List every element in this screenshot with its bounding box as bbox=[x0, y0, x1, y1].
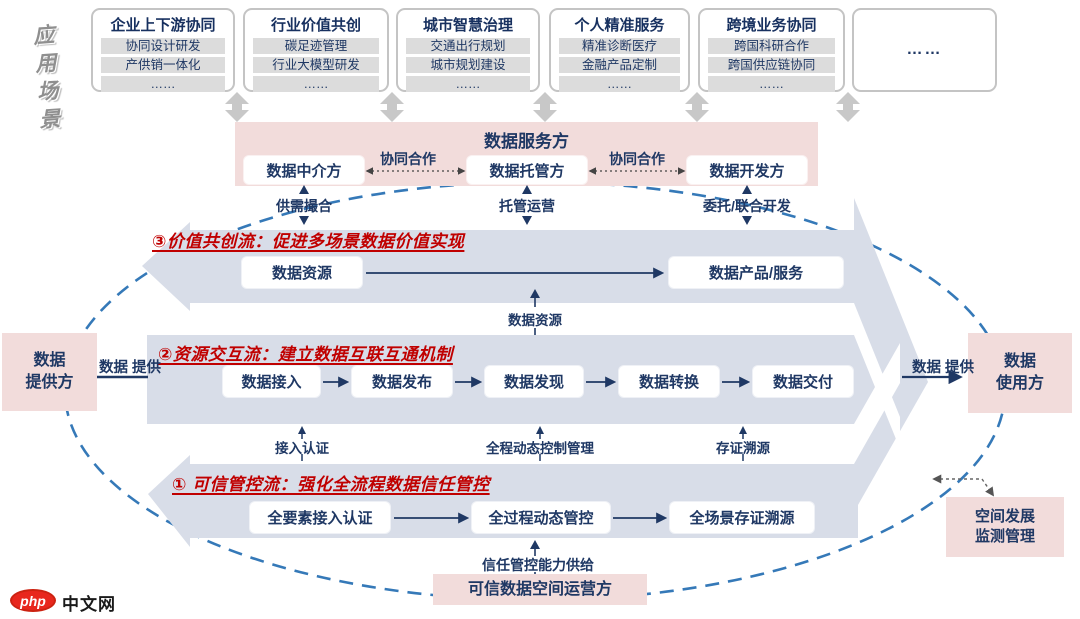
scenario-item: 精准诊断医疗 bbox=[559, 38, 680, 54]
scenario-title: 个人精准服务 bbox=[574, 17, 665, 34]
double-arrow-icon bbox=[836, 92, 860, 122]
scenario-item: 金融产品定制 bbox=[559, 57, 680, 73]
scenario-item: 交通出行规划 bbox=[406, 38, 530, 54]
data-consumer-box: 数据 使用方 bbox=[968, 333, 1072, 413]
data-discovery-box: 数据发现 bbox=[485, 366, 583, 397]
scenario-title: 城市智慧治理 bbox=[422, 17, 513, 34]
evidence-trace-label: 存证溯源 bbox=[716, 441, 770, 456]
cooperation-label-left: 协同合作 bbox=[380, 151, 436, 167]
scenario-item: 城市规划建设 bbox=[406, 57, 530, 73]
arrowhead-chevron-gap-upper bbox=[854, 303, 900, 449]
all-scenario-trace-box: 全场景存证溯源 bbox=[670, 502, 814, 533]
scenario-box-city: 城市智慧治理 交通出行规划 城市规划建设 …… bbox=[396, 8, 540, 92]
provider-flow-label-top: 数据 提供 bbox=[99, 360, 162, 376]
access-auth-label: 接入认证 bbox=[275, 441, 329, 456]
scenario-item: 行业大模型研发 bbox=[253, 57, 379, 73]
php-logo-icon: php bbox=[10, 589, 56, 612]
scenario-box-personal: 个人精准服务 精准诊断医疗 金融产品定制 …… bbox=[549, 8, 690, 92]
data-resource-link-arrow bbox=[530, 289, 540, 335]
scenario-item: …… bbox=[406, 76, 530, 92]
data-provider-box: 数据 提供方 bbox=[2, 333, 97, 411]
flow1-title: ① 可信管控流：强化全流程数据信任管控 bbox=[172, 475, 490, 494]
scenario-item: 协同设计研发 bbox=[101, 38, 225, 54]
service-function-arrows bbox=[299, 185, 752, 225]
scenario-item: …… bbox=[101, 76, 225, 92]
trust-capability-label: 信任管控能力供给 bbox=[482, 557, 594, 573]
matchmaking-label: 供需撮合 bbox=[276, 198, 332, 214]
cooperation-label-right: 协同合作 bbox=[609, 151, 665, 167]
full-element-access-auth-box: 全要素接入认证 bbox=[250, 502, 390, 533]
scenario-item: 跨国科研合作 bbox=[708, 38, 835, 54]
scenario-box-more: …… bbox=[852, 8, 997, 92]
service-band-title: 数据服务方 bbox=[484, 132, 569, 151]
scenario-title: 跨境业务协同 bbox=[726, 17, 817, 34]
scenario-box-industry: 行业价值共创 碳足迹管理 行业大模型研发 …… bbox=[243, 8, 389, 92]
data-developer-box: 数据开发方 bbox=[687, 156, 807, 184]
big-right-arrowhead bbox=[854, 198, 928, 512]
scenario-item: …… bbox=[708, 76, 835, 92]
scenario-title: 行业价值共创 bbox=[270, 17, 361, 34]
data-publish-box: 数据发布 bbox=[352, 366, 452, 397]
monitor-connector bbox=[932, 474, 995, 497]
data-resource-link-label: 数据资源 bbox=[508, 313, 562, 328]
custody-operation-label: 托管运营 bbox=[499, 198, 555, 214]
more-dots: …… bbox=[906, 41, 943, 58]
control-link-arrows bbox=[298, 426, 747, 461]
flow1-left-arrow-band bbox=[148, 455, 858, 547]
arrowhead-chevron-gap-lower bbox=[854, 343, 900, 464]
scenario-item: 碳足迹管理 bbox=[253, 38, 379, 54]
scenario-box-enterprise: 企业上下游协同 协同设计研发 产供销一体化 …… bbox=[91, 8, 235, 92]
whole-process-control-box: 全过程动态管控 bbox=[472, 502, 610, 533]
data-resource-box: 数据资源 bbox=[242, 257, 362, 288]
entrusted-development-label: 委托/联合开发 bbox=[703, 198, 791, 214]
space-monitor-box: 空间发展 监测管理 bbox=[946, 497, 1064, 557]
data-custodian-box: 数据托管方 bbox=[467, 156, 587, 184]
dynamic-control-label: 全程动态控制管理 bbox=[486, 441, 594, 456]
scenario-link-arrows bbox=[225, 92, 860, 122]
trusted-space-operator-box: 可信数据空间运营方 bbox=[433, 574, 647, 605]
double-arrow-icon bbox=[685, 92, 709, 122]
data-broker-box: 数据中介方 bbox=[244, 156, 364, 184]
data-product-service-box: 数据产品/服务 bbox=[669, 257, 843, 288]
flow3-title: ③价值共创流：促进多场景数据价值实现 bbox=[152, 232, 465, 251]
scenario-item: 产供销一体化 bbox=[101, 57, 225, 73]
consumer-flow-label: 数据 提供 bbox=[912, 360, 975, 376]
flow2-title: ②资源交互流：建立数据互联互通机制 bbox=[158, 345, 453, 364]
scenario-box-crossborder: 跨境业务协同 跨国科研合作 跨国供应链协同 …… bbox=[698, 8, 845, 92]
double-arrow-icon bbox=[380, 92, 404, 122]
data-delivery-box: 数据交付 bbox=[753, 366, 853, 397]
scenario-title: 企业上下游协同 bbox=[110, 17, 216, 34]
data-access-box: 数据接入 bbox=[223, 366, 320, 397]
watermark-site-name: 中文网 bbox=[62, 595, 116, 614]
flow3-left-arrow-band bbox=[142, 222, 858, 311]
scenario-item: 跨国供应链协同 bbox=[708, 57, 835, 73]
double-arrow-icon bbox=[533, 92, 557, 122]
scenario-item: …… bbox=[253, 76, 379, 92]
data-transform-box: 数据转换 bbox=[619, 366, 719, 397]
double-arrow-icon bbox=[225, 92, 249, 122]
scenario-item: …… bbox=[559, 76, 680, 92]
